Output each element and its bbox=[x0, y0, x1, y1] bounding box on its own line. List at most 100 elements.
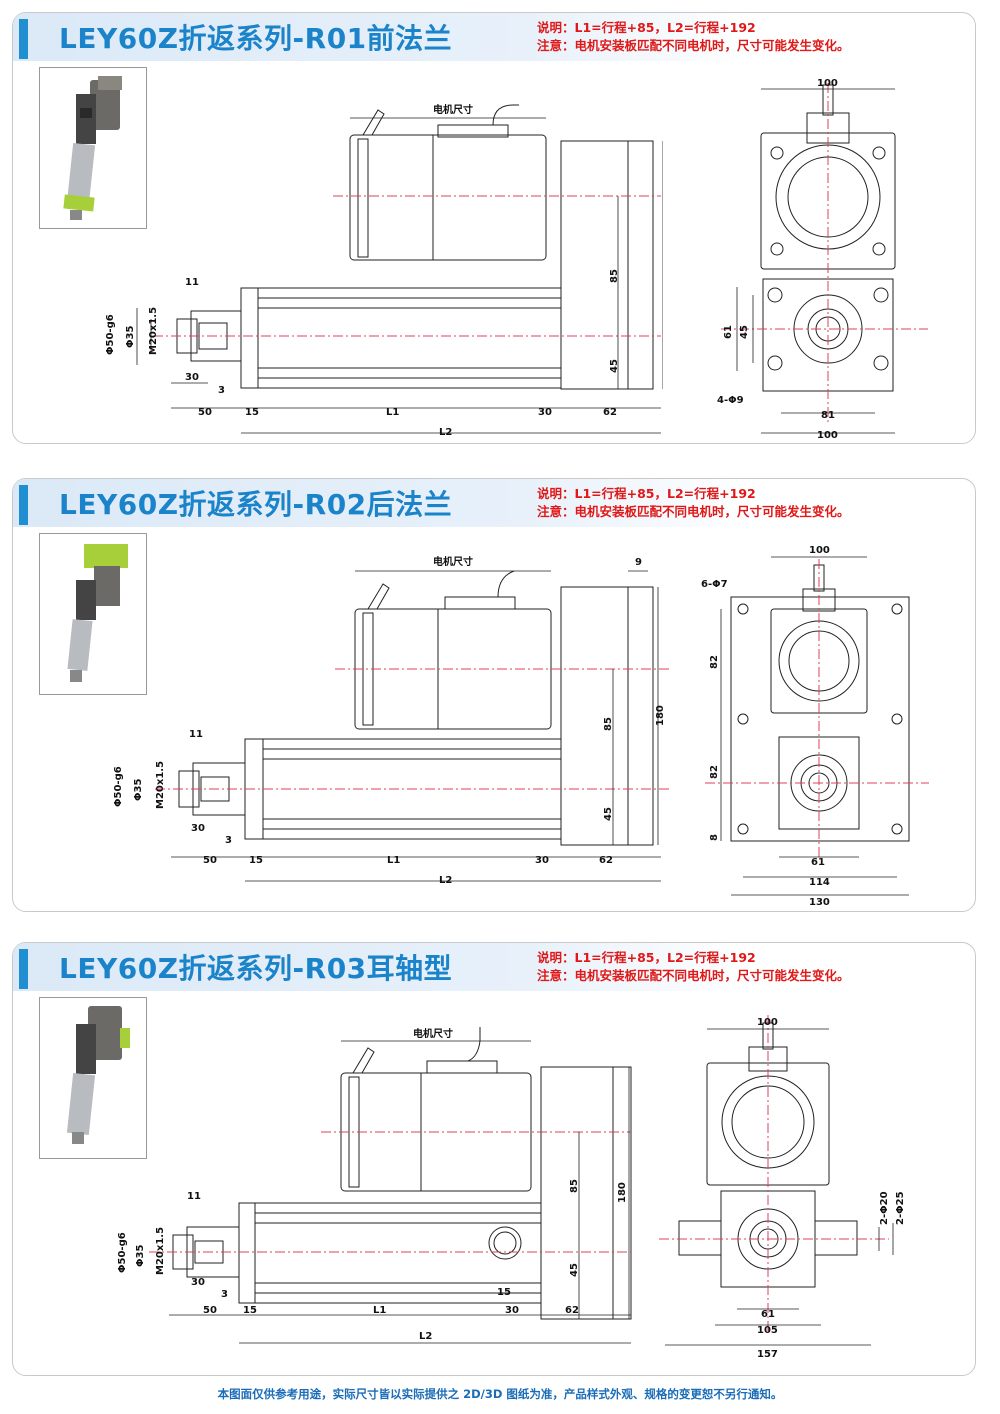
dim-180: 180 bbox=[617, 1182, 628, 1203]
side-view-drawing: 电机尺寸 11 Φ50-g6 Φ35 M20x1.5 30 3 50 15 L1… bbox=[73, 83, 663, 443]
section-r02: LEY60Z折返系列-R02后法兰 说明：L1=行程+85，L2=行程+192 … bbox=[12, 478, 976, 912]
footer-disclaimer: 本图面仅供参考用途，实际尺寸皆以实际提供之 2D/3D 图纸为准，产品样式外观、… bbox=[217, 1387, 783, 1401]
note-formula: 说明：L1=行程+85，L2=行程+192 bbox=[537, 950, 756, 965]
dim-3: 3 bbox=[225, 835, 232, 846]
note-formula: 说明：L1=行程+85，L2=行程+192 bbox=[537, 20, 756, 35]
dim-3: 3 bbox=[221, 1289, 228, 1300]
dim-motor: 电机尺寸 bbox=[413, 1027, 453, 1040]
section-notes: 说明：L1=行程+85，L2=行程+192 注意：电机安装板匹配不同电机时，尺寸… bbox=[537, 485, 850, 521]
dim-30a: 30 bbox=[185, 372, 199, 383]
dim-8: 8 bbox=[709, 834, 720, 841]
dim-100-top: 100 bbox=[809, 545, 830, 556]
dim-9: 9 bbox=[635, 557, 642, 568]
section-notes: 说明：L1=行程+85，L2=行程+192 注意：电机安装板匹配不同电机时，尺寸… bbox=[537, 19, 850, 55]
section-r03: LEY60Z折返系列-R03耳轴型 说明：L1=行程+85，L2=行程+192 … bbox=[12, 942, 976, 1376]
dim-phi35: Φ35 bbox=[133, 779, 144, 801]
front-view-drawing: 100 61 45 4-Φ9 81 100 bbox=[703, 73, 933, 443]
dim-100-bottom: 100 bbox=[817, 430, 838, 441]
dim-85: 85 bbox=[609, 269, 620, 283]
dim-45r: 45 bbox=[739, 325, 750, 339]
section-title: LEY60Z折返系列-R01前法兰 bbox=[59, 22, 453, 55]
dim-phi35: Φ35 bbox=[135, 1245, 146, 1267]
section-title: LEY60Z折返系列-R02后法兰 bbox=[59, 488, 453, 521]
dim-30b: 30 bbox=[535, 855, 549, 866]
dim-30b: 30 bbox=[538, 407, 552, 418]
dim-157: 157 bbox=[757, 1349, 778, 1360]
dim-62: 62 bbox=[603, 407, 617, 418]
dim-85: 85 bbox=[603, 717, 614, 731]
dim-50: 50 bbox=[203, 855, 217, 866]
dim-l1: L1 bbox=[387, 855, 400, 866]
section-r01: LEY60Z折返系列-R01前法兰 说明：L1=行程+85，L2=行程+192 … bbox=[12, 12, 976, 444]
dim-holes: 6-Φ7 bbox=[701, 579, 728, 590]
dim-61: 61 bbox=[811, 857, 825, 868]
dim-11: 11 bbox=[187, 1191, 201, 1202]
dim-81: 81 bbox=[821, 410, 835, 421]
note-warning: 注意：电机安装板匹配不同电机时，尺寸可能发生变化。 bbox=[537, 38, 850, 53]
dim-30b: 30 bbox=[505, 1305, 519, 1316]
dim-holes: 4-Φ9 bbox=[717, 395, 744, 406]
dim-l1: L1 bbox=[386, 407, 399, 418]
product-thumbnail bbox=[39, 67, 147, 229]
note-warning: 注意：电机安装板匹配不同电机时，尺寸可能发生变化。 bbox=[537, 504, 850, 519]
dim-61: 61 bbox=[761, 1309, 775, 1320]
title-bar bbox=[13, 479, 753, 527]
title-accent bbox=[19, 19, 28, 59]
side-view-drawing: 电机尺寸 11 Φ50-g6 Φ35 M20x1.5 30 3 50 15 L1… bbox=[73, 1013, 633, 1373]
note-formula: 说明：L1=行程+85，L2=行程+192 bbox=[537, 486, 756, 501]
dim-11: 11 bbox=[185, 277, 199, 288]
dim-30a: 30 bbox=[191, 823, 205, 834]
side-view-drawing: 电机尺寸 9 11 Φ50-g6 Φ35 M20x1.5 30 3 50 15 … bbox=[73, 551, 673, 911]
dim-50: 50 bbox=[203, 1305, 217, 1316]
dim-phi50: Φ50-g6 bbox=[105, 314, 116, 355]
dim-30a: 30 bbox=[191, 1277, 205, 1288]
title-accent bbox=[19, 485, 28, 525]
dim-phi50: Φ50-g6 bbox=[113, 766, 124, 807]
dim-m20: M20x1.5 bbox=[155, 1227, 166, 1275]
dim-11: 11 bbox=[189, 729, 203, 740]
dim-l1: L1 bbox=[373, 1305, 386, 1316]
dim-82b: 82 bbox=[709, 765, 720, 779]
note-warning: 注意：电机安装板匹配不同电机时，尺寸可能发生变化。 bbox=[537, 968, 850, 983]
section-notes: 说明：L1=行程+85，L2=行程+192 注意：电机安装板匹配不同电机时，尺寸… bbox=[537, 949, 850, 985]
dim-130: 130 bbox=[809, 897, 830, 908]
dim-114: 114 bbox=[809, 877, 830, 888]
dim-l2: L2 bbox=[419, 1331, 432, 1342]
dim-105: 105 bbox=[757, 1325, 778, 1336]
dim-phi50: Φ50-g6 bbox=[117, 1232, 128, 1273]
dim-62: 62 bbox=[599, 855, 613, 866]
dim-3: 3 bbox=[218, 385, 225, 396]
dim-100-top: 100 bbox=[817, 78, 838, 89]
dim-85: 85 bbox=[569, 1179, 580, 1193]
dim-motor: 电机尺寸 bbox=[433, 103, 473, 116]
dim-phi35: Φ35 bbox=[125, 326, 136, 348]
title-bar bbox=[13, 13, 753, 61]
dim-45: 45 bbox=[569, 1263, 580, 1277]
dim-15: 15 bbox=[249, 855, 263, 866]
dim-50: 50 bbox=[198, 407, 212, 418]
dim-45: 45 bbox=[609, 359, 620, 373]
dim-15b: 15 bbox=[497, 1287, 511, 1298]
section-title: LEY60Z折返系列-R03耳轴型 bbox=[59, 952, 453, 985]
dim-62: 62 bbox=[565, 1305, 579, 1316]
dim-m20: M20x1.5 bbox=[148, 307, 159, 355]
dim-l2: L2 bbox=[439, 875, 452, 886]
dim-82a: 82 bbox=[709, 655, 720, 669]
title-accent bbox=[19, 949, 28, 989]
dim-180: 180 bbox=[655, 705, 666, 726]
title-bar bbox=[13, 943, 753, 991]
dim-61: 61 bbox=[723, 325, 734, 339]
dim-100-top: 100 bbox=[757, 1017, 778, 1028]
dim-phi25: 2-Φ25 bbox=[895, 1191, 906, 1225]
dim-phi20: 2-Φ20 bbox=[879, 1191, 890, 1225]
dim-motor: 电机尺寸 bbox=[433, 555, 473, 568]
dim-15: 15 bbox=[243, 1305, 257, 1316]
dim-45: 45 bbox=[603, 807, 614, 821]
dim-m20: M20x1.5 bbox=[155, 761, 166, 809]
dim-l2: L2 bbox=[439, 427, 452, 438]
product-thumbnail bbox=[39, 997, 147, 1159]
product-thumbnail bbox=[39, 533, 147, 695]
front-view-drawing: 100 2-Φ20 2-Φ25 61 105 157 bbox=[649, 1003, 909, 1373]
front-view-drawing: 100 6-Φ7 82 82 8 61 114 130 bbox=[693, 539, 933, 909]
dim-15: 15 bbox=[245, 407, 259, 418]
